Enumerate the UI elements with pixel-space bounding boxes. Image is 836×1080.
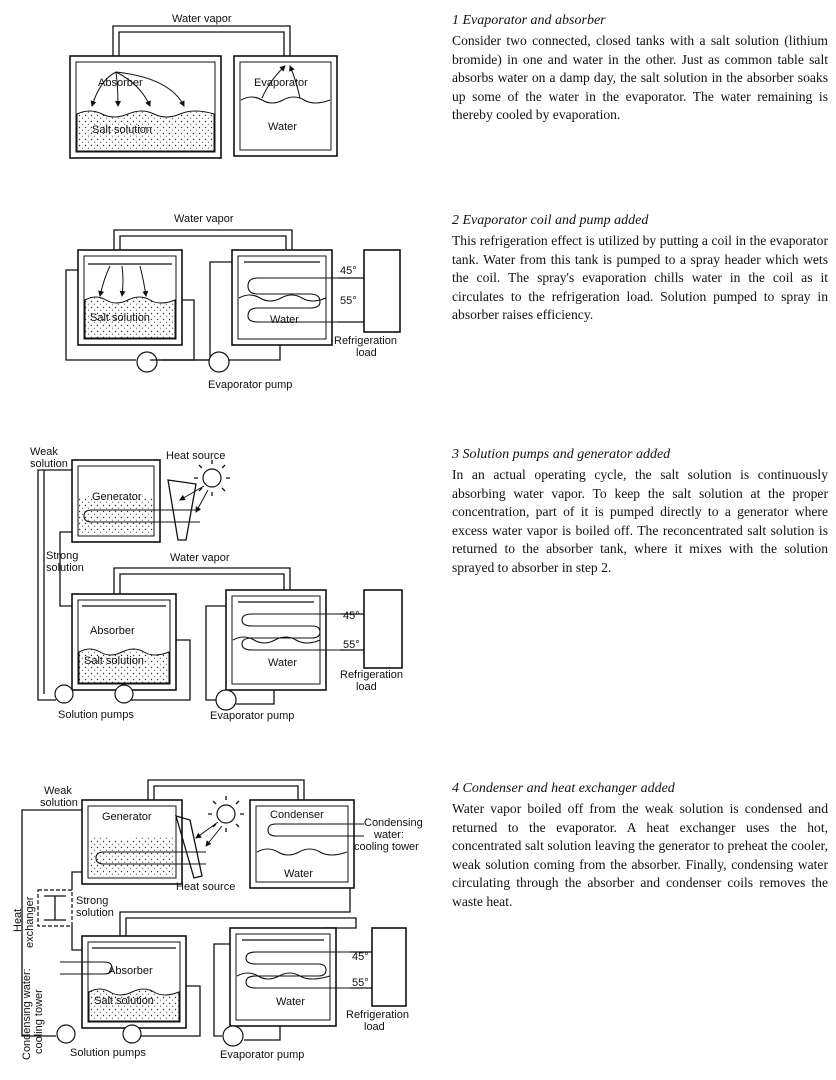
d2-load-label: load [356,347,377,359]
d2-refrigeration-load [363,249,401,333]
d1-salt-solution-label: Salt solution [92,124,152,136]
d3-load-label: load [356,681,377,693]
section-3-body: In an actual operating cycle, the salt s… [452,467,828,575]
d4-solution-label: solution [40,797,78,809]
d4-exchanger-label: exchanger [24,896,36,948]
d4-generator-label: Generator [102,811,152,823]
d1-evaporator-tank: Evaporator Water [233,55,338,157]
d4-cooling-tower-label: cooling tower [354,841,419,853]
d3-strong-solution-label: solution [46,562,84,574]
d1-absorber-tank: Absorber Salt solution [69,55,222,159]
section-1-heading: 1 Evaporator and absorber [452,13,606,28]
d4-evaporator-pump-label: Evaporator pump [220,1049,304,1061]
d4-condensing-water-label: Condensing water: [21,968,33,1060]
d2-refrigeration-label: Refrigeration [334,335,397,347]
d1-evaporator-label: Evaporator [254,77,308,89]
d3-evaporator-tank: Water [225,589,340,691]
d4-heat-exchanger [37,889,73,927]
d4-absorber-tank: Absorber Salt solution [60,935,187,1029]
d3-strong-label: Strong [46,550,78,562]
d4-evaporator-pump [222,1025,244,1047]
d4-refrigeration-label: Refrigeration [346,1009,409,1021]
d4-solution-pump-1 [56,1024,76,1044]
section-4-heading: 4 Condenser and heat exchanger added [452,781,675,796]
d4-water-colon-label: water: [373,829,404,841]
d3-solution-pump-2 [114,684,134,704]
d4-solution-pumps-label: Solution pumps [70,1047,146,1059]
d2-temp-45: 45° [340,265,357,277]
d4-temp-45: 45° [352,951,369,963]
diagram-4: Weak solution Generator Heat source Cond [12,779,423,1061]
d4-load-label: load [364,1021,385,1033]
d3-absorber-label: Absorber [90,625,135,637]
d4-heat-source-sun-icon [208,796,244,832]
d3-generator-tank: Generator [71,459,200,543]
d3-refrigeration-load [363,589,403,669]
d2-evaporator-pump-label: Evaporator pump [208,379,292,391]
d3-salt-solution-label: Salt solution [84,655,144,667]
d3-weak-label: Weak [30,446,58,458]
d4-condensing-label: Condensing [364,817,423,829]
d4-condenser-water-label: Water [284,868,313,880]
d2-water-vapor-label: Water vapor [174,213,234,225]
d2-salt-solution-label: Salt solution [90,312,150,324]
d3-temp-45: 45° [343,610,360,622]
d4-salt-solution-label: Salt solution [94,995,154,1007]
d2-evaporator-tank: Water [231,249,338,346]
d3-solution-pump-1 [54,684,74,704]
d4-heat-source-label: Heat source [176,881,235,893]
diagram-1: Water vapor Absorber Salt solution Evapo… [69,13,338,159]
d4-strong-label: Strong [76,895,108,907]
section-4: 4 Condenser and heat exchanger added Wat… [452,780,828,911]
d3-temp-55: 55° [343,639,360,651]
d3-evaporator-pump-label: Evaporator pump [210,710,294,722]
d1-water-vapor-label: Water vapor [172,13,232,25]
d4-refrigeration-load [371,927,407,1007]
d4-absorber-label: Absorber [108,965,153,977]
d3-water-label: Water [268,657,297,669]
d3-generator-label: Generator [92,491,142,503]
diagram-2: Water vapor Salt solution Water [65,213,401,391]
d4-heat-label: Heat [12,909,24,932]
d3-solution-label: solution [30,458,68,470]
d4-evaporator-tank: Water [229,927,350,1027]
diagram-3: Weak solution Generator Heat source Stro… [30,446,403,722]
section-3-heading: 3 Solution pumps and generator added [452,447,671,462]
d4-condenser-tank: Condenser Water [249,799,364,889]
section-1: 1 Evaporator and absorber Consider two c… [452,12,828,125]
d2-temp-55: 55° [340,295,357,307]
d4-solution-pump-2 [122,1024,142,1044]
d3-heat-source-sun-icon [194,460,230,496]
d4-weak-label: Weak [44,785,72,797]
d1-water-label: Water [268,121,297,133]
d3-evaporator-pump [215,689,237,711]
d4-condenser-label: Condenser [270,809,324,821]
d2-evaporator-pump [208,351,230,373]
d4-water-label: Water [276,996,305,1008]
d3-solution-pumps-label: Solution pumps [58,709,134,721]
d1-absorber-label: Absorber [98,77,143,89]
section-2: 2 Evaporator coil and pump added This re… [452,212,828,325]
d4-strong-solution-label: solution [76,907,114,919]
d3-water-vapor-label: Water vapor [170,552,230,564]
d3-absorber-tank: Absorber Salt solution [71,593,177,691]
section-3: 3 Solution pumps and generator added In … [452,446,828,577]
d4-temp-55: 55° [352,977,369,989]
d3-refrigeration-label: Refrigeration [340,669,403,681]
d2-absorber-pump [136,351,158,373]
d2-absorber-tank: Salt solution [77,249,183,346]
d2-water-label: Water [270,314,299,326]
section-2-heading: 2 Evaporator coil and pump added [452,213,649,228]
d4-cooling-tower-left-label: cooling tower [33,989,45,1054]
d4-generator-tank: Generator [81,799,206,885]
section-1-body: Consider two connected, closed tanks wit… [452,33,828,122]
d3-heat-source-label: Heat source [166,450,225,462]
section-2-body: This refrigeration effect is utilized by… [452,233,828,322]
section-4-body: Water vapor boiled off from the weak sol… [452,801,828,909]
